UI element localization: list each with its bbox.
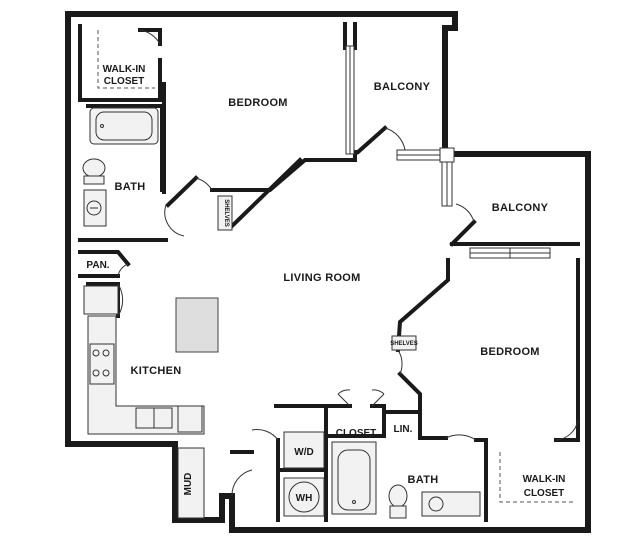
exterior-walls — [65, 11, 591, 533]
label-pantry: PAN. — [86, 260, 109, 271]
toilet-left — [82, 158, 106, 178]
label-walkin-top-2: CLOSET — [104, 76, 145, 87]
label-kitchen: KITCHEN — [131, 365, 182, 377]
label-balcony-right: BALCONY — [492, 202, 549, 214]
label-walkin-bottom-1: WALK-IN — [523, 474, 566, 485]
door-swings — [117, 29, 579, 497]
label-walkin-bottom-2: CLOSET — [524, 488, 565, 499]
shelves-top-box — [217, 195, 233, 231]
kitchen-island — [175, 297, 219, 353]
label-closet: CLOSET — [336, 428, 377, 439]
label-water-heater: WH — [296, 493, 313, 504]
label-linen: LIN. — [394, 424, 413, 435]
label-shelves-top: SHELVES — [223, 199, 229, 227]
shelves-right-box — [391, 335, 417, 351]
windows — [345, 45, 551, 259]
label-bath-bottom: BATH — [408, 474, 439, 486]
label-bath-left: BATH — [115, 181, 146, 193]
label-washer-dryer: W/D — [294, 447, 313, 458]
room-labels: BEDROOM BALCONY WALK-IN CLOSET BATH SHEL… — [86, 64, 565, 504]
label-bedroom-right: BEDROOM — [480, 346, 540, 358]
label-balcony-top: BALCONY — [374, 81, 431, 93]
label-bedroom-top: BEDROOM — [228, 97, 288, 109]
label-living-room: LIVING ROOM — [283, 272, 360, 284]
label-walkin-top-1: WALK-IN — [103, 64, 146, 75]
closet-dashes — [97, 30, 576, 503]
mud-bench — [177, 447, 205, 519]
label-mud: MUD — [183, 473, 194, 496]
label-shelves-right: SHELVES — [390, 341, 418, 347]
fridge — [83, 285, 119, 315]
toilet-bottom — [388, 484, 408, 508]
fixtures — [82, 107, 481, 519]
wd-unit — [283, 431, 325, 469]
